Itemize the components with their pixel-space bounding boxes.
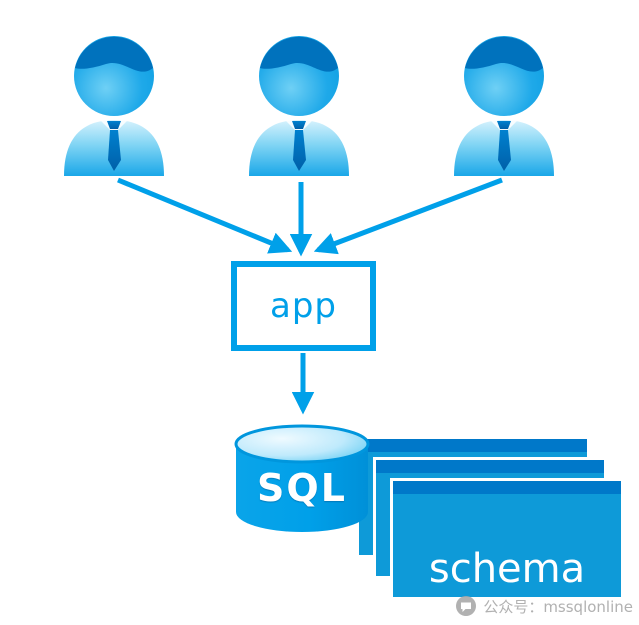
schema-card-front: schema <box>390 478 624 600</box>
user-icon <box>454 36 554 176</box>
arrow-user1-to-app <box>117 177 293 254</box>
user-icon <box>64 36 164 176</box>
app-label: app <box>270 286 337 326</box>
user-icon <box>249 36 349 176</box>
sql-label: SQL <box>257 466 347 510</box>
watermark-text: 公众号：mssqlonline <box>483 597 633 616</box>
app-node: app <box>231 261 376 351</box>
wechat-public-account-icon <box>456 596 477 616</box>
schema-card-header <box>359 439 587 452</box>
schema-card-header <box>376 460 604 473</box>
arrow-user3-to-app <box>313 177 503 255</box>
database-cylinder-icon <box>234 424 370 532</box>
schema-card-header <box>393 481 621 494</box>
schema-label: schema <box>428 546 586 592</box>
watermark: 公众号：mssqlonline <box>455 595 633 617</box>
